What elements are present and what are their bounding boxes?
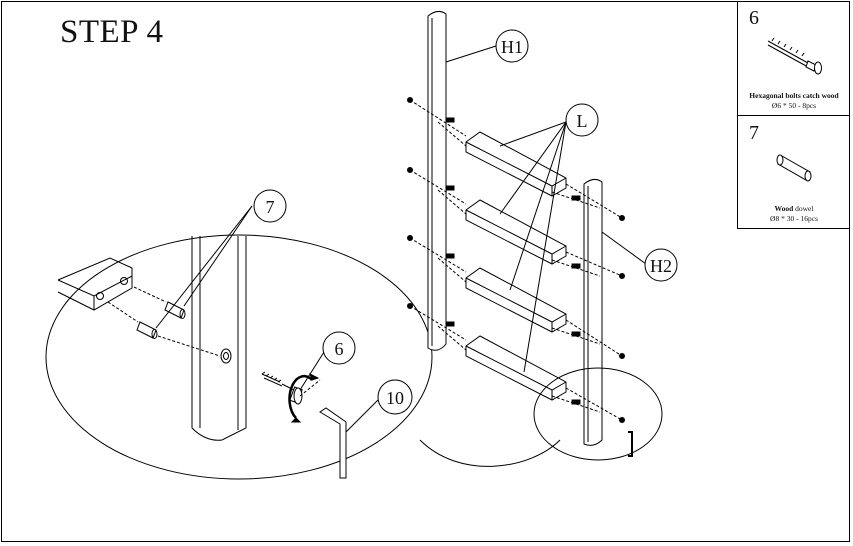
callout-l-label: L xyxy=(577,111,588,131)
legend-item-wood-dowel: 7 Wood dowel Ø8 * 30 - 16pcs xyxy=(737,116,850,229)
callout-h1: H1 xyxy=(445,29,529,63)
legend-name: Hexagonal bolts catch wood xyxy=(749,91,839,100)
shelf-l-4 xyxy=(465,335,567,401)
callout-10-label: 10 xyxy=(386,388,404,408)
fasteners-right xyxy=(551,183,625,423)
small-allen-key xyxy=(628,431,633,457)
callout-7-label: 7 xyxy=(266,197,275,217)
post-h2 xyxy=(583,178,603,446)
callout-10: 10 xyxy=(345,379,413,433)
legend-spec: Ø6 * 50 - 8pcs xyxy=(771,101,817,110)
callout-h1-label: H1 xyxy=(501,37,523,57)
legend-number: 7 xyxy=(749,122,759,144)
callout-6-label: 6 xyxy=(335,339,344,359)
legend-name: Wood dowel xyxy=(738,204,850,213)
shelf-l-2 xyxy=(465,199,567,265)
callout-7: 7 xyxy=(155,189,287,329)
detail-board-l-end xyxy=(57,257,133,311)
legend-name-bold: Wood xyxy=(774,204,794,213)
legend-number: 6 xyxy=(749,7,759,29)
legend-name-rest: dowel xyxy=(793,204,814,213)
legend-item-hex-bolt: 6 Hexagonal bolts catch wood Ø6 * 50 - 8… xyxy=(737,1,850,116)
hex-bolt-icon xyxy=(767,37,822,75)
legend-spec: Ø8 * 30 - 16pcs xyxy=(770,214,818,223)
detail-dowel-upper xyxy=(133,286,186,319)
detail-circle xyxy=(533,367,663,461)
wood-dowel-icon xyxy=(776,154,812,182)
shelf-l-1 xyxy=(465,131,567,197)
callout-6: 6 xyxy=(299,331,356,391)
callout-h2-label: H2 xyxy=(650,256,672,276)
step-title: STEP 4 xyxy=(60,14,164,50)
shelf-l-3 xyxy=(465,267,567,333)
detail-hex-bolt xyxy=(261,371,321,423)
detail-allen-key xyxy=(319,407,347,479)
post-h1 xyxy=(427,10,447,351)
main-assembly xyxy=(407,10,663,461)
callout-h2: H2 xyxy=(601,231,678,282)
detail-post-h2 xyxy=(191,236,247,441)
callout-l: L xyxy=(499,103,599,373)
detail-magnified-view xyxy=(45,234,561,480)
fasteners-left xyxy=(407,97,467,351)
detail-dowel-lower xyxy=(107,301,221,357)
